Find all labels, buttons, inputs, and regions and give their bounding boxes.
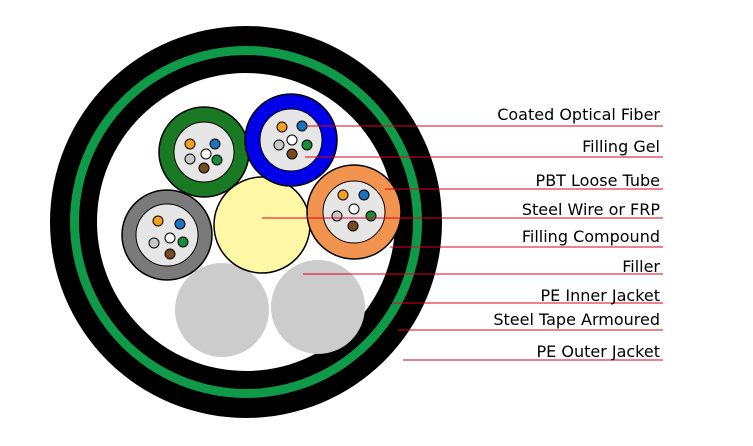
label-filler: Filler [622,257,660,276]
label-filling-compound: Filling Compound [522,227,660,246]
label-pbt-loose-tube: PBT Loose Tube [536,171,660,190]
loose-tube-green [158,106,250,198]
filler-left [175,263,269,357]
loose-tube-blue [244,93,338,187]
label-pe-inner-jacket: PE Inner Jacket [541,286,660,305]
label-coated-optical-fiber: Coated Optical Fiber [497,105,660,124]
loose-tube-grey [121,189,213,281]
label-steel-tape-armoured: Steel Tape Armoured [493,310,660,329]
central-member [213,176,311,274]
label-steel-wire-or-frp: Steel Wire or FRP [522,200,660,219]
loose-tube-orange [306,164,402,260]
label-pe-outer-jacket: PE Outer Jacket [537,342,661,361]
filler-right [271,260,365,354]
label-filling-gel: Filling Gel [582,137,660,156]
